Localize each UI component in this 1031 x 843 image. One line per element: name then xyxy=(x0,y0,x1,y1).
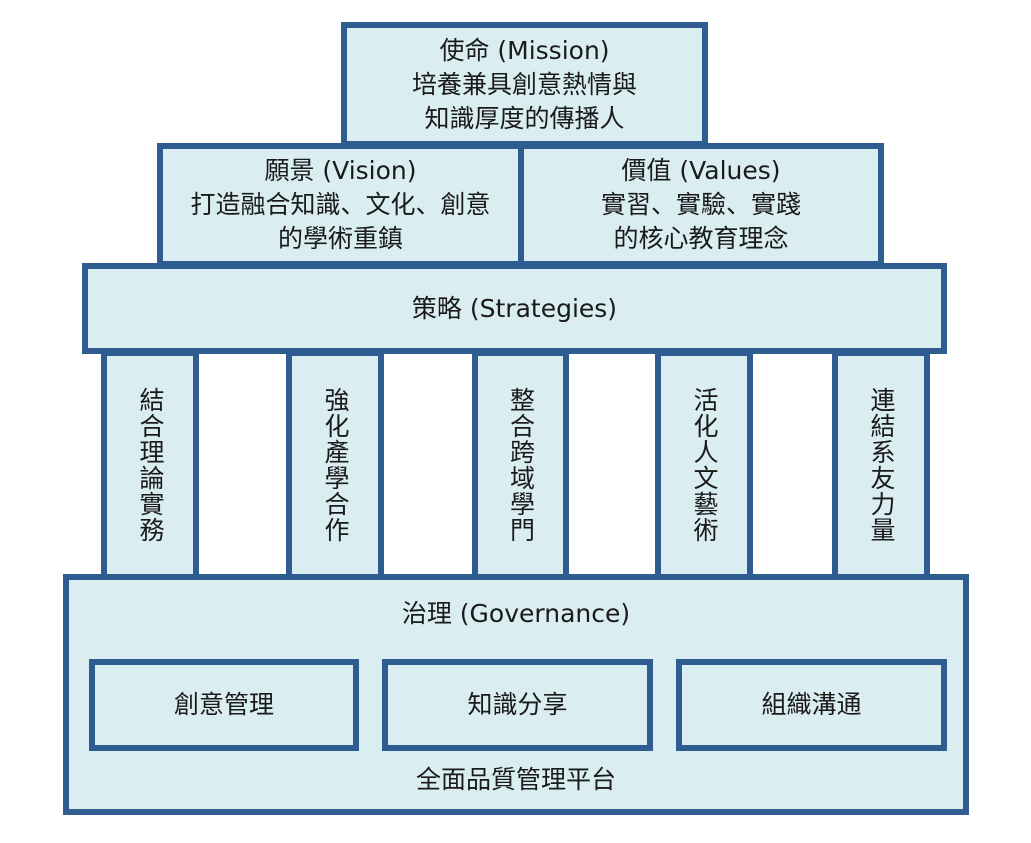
pillar-2: 強化產學合作 xyxy=(286,350,384,580)
governance-item-3-label: 組織溝通 xyxy=(761,690,862,719)
values-box: 價值 (Values) 實習、實驗、實踐 的核心教育理念 xyxy=(518,143,884,267)
pillar-3: 整合跨域學門 xyxy=(472,350,569,580)
vision-line-2: 的學術重鎮 xyxy=(277,224,403,253)
pillar-1-label: 結合理論實務 xyxy=(136,387,165,543)
pillar-4-label: 活化人文藝術 xyxy=(690,387,719,543)
pillar-5: 連結系友力量 xyxy=(832,350,930,580)
governance-title: 治理 (Governance) xyxy=(401,599,631,628)
mission-line-2: 知識厚度的傳播人 xyxy=(424,103,625,133)
governance-footer: 全面品質管理平台 xyxy=(415,765,616,794)
pillar-5-label: 連結系友力量 xyxy=(867,387,896,543)
values-line-2: 的核心教育理念 xyxy=(613,224,789,253)
mission-box: 使命 (Mission) 培養兼具創意熱情與 知識厚度的傳播人 xyxy=(341,22,708,147)
pillar-2-label: 強化產學合作 xyxy=(321,387,350,543)
pillar-1: 結合理論實務 xyxy=(101,350,199,580)
pillar-4: 活化人文藝術 xyxy=(655,350,753,580)
vision-line-1: 打造融合知識、文化、創意 xyxy=(190,190,491,219)
pillar-3-label: 整合跨域學門 xyxy=(506,387,536,543)
governance-item-2-label: 知識分享 xyxy=(467,690,568,719)
governance-item-knowledge-sharing: 知識分享 xyxy=(382,659,653,751)
strategies-box: 策略 (Strategies) xyxy=(82,263,947,354)
governance-item-creative-management: 創意管理 xyxy=(89,659,359,751)
mission-line-1: 培養兼具創意熱情與 xyxy=(411,69,637,99)
values-line-1: 實習、實驗、實踐 xyxy=(600,190,801,219)
mission-title: 使命 (Mission) xyxy=(439,35,610,65)
values-title: 價值 (Values) xyxy=(621,156,781,185)
governance-box: 治理 (Governance) 創意管理 知識分享 組織溝通 全面品質管理平台 xyxy=(63,574,969,815)
vision-title: 願景 (Vision) xyxy=(264,156,417,185)
governance-item-1-label: 創意管理 xyxy=(173,690,274,719)
strategies-title: 策略 (Strategies) xyxy=(411,293,618,323)
vision-box: 願景 (Vision) 打造融合知識、文化、創意 的學術重鎮 xyxy=(157,143,524,267)
governance-item-organizational-communication: 組織溝通 xyxy=(676,659,947,751)
